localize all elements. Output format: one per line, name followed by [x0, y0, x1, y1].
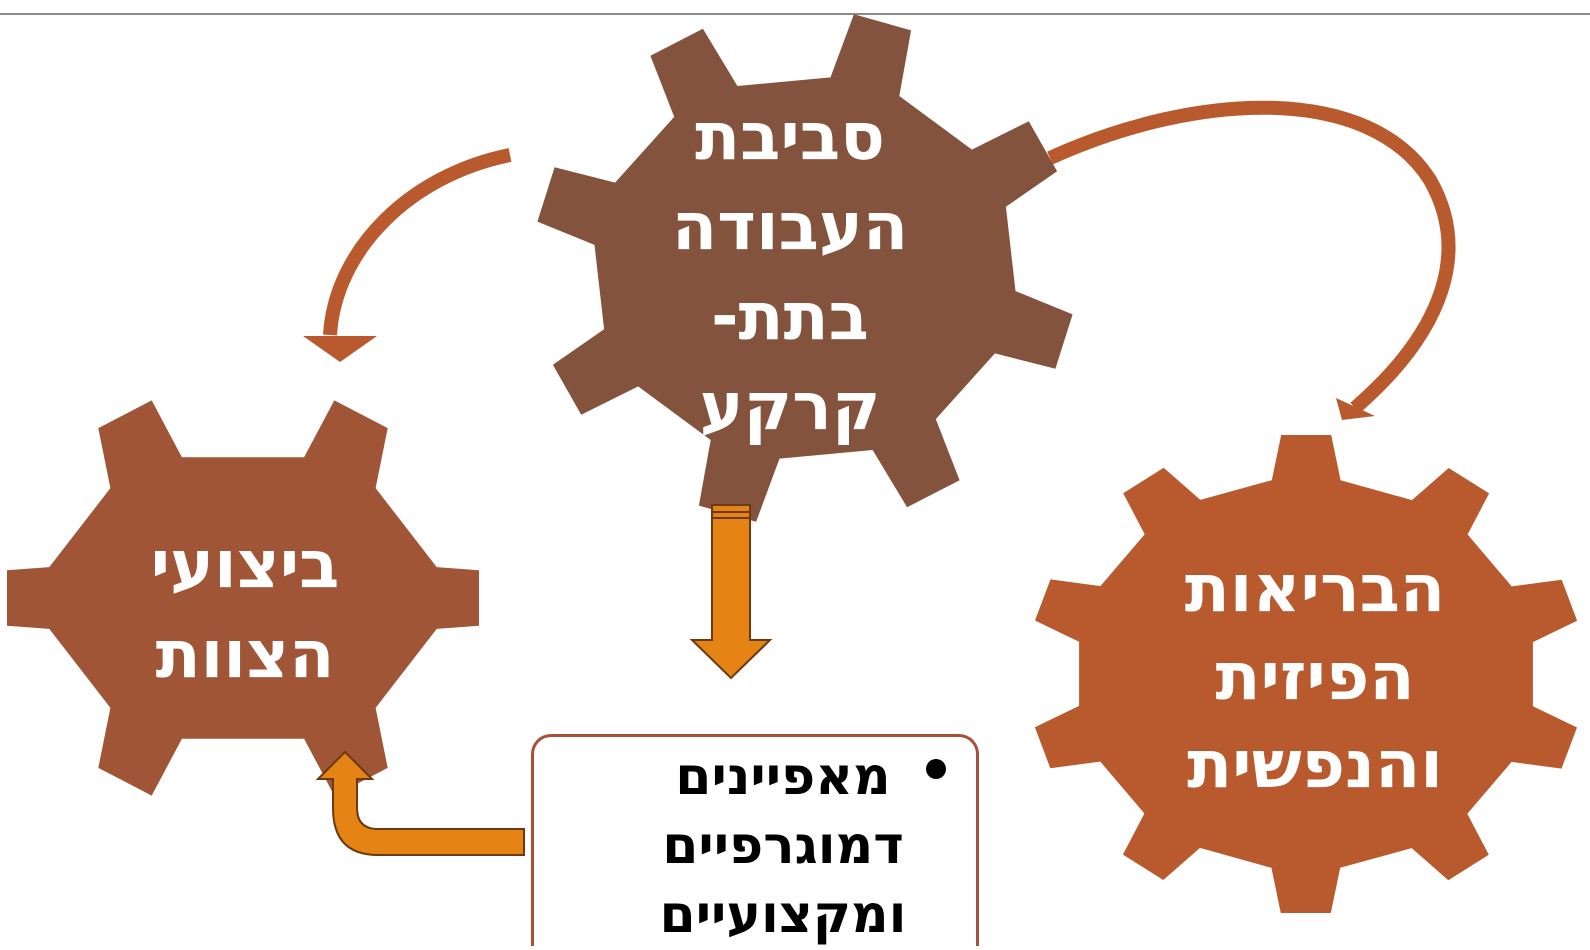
arrow-environment-to-health — [1047, 100, 1456, 420]
gear-label-physical-mental-health: הבריאות הפיזית והנפשית — [1140, 545, 1490, 809]
gear-physical-mental-health — [1034, 435, 1578, 913]
characteristics-line: מאפיינים — [675, 747, 891, 807]
gear-label-line: קרקע — [699, 368, 881, 445]
characteristics-box: מאפיינים דמוגרפיים ומקצועיים — [531, 734, 979, 946]
bullet-icon — [926, 759, 946, 779]
gear-label-work-environment: סביבת העבודה בתת- קרקע — [640, 92, 940, 452]
gear-label-line: הבריאות — [1184, 550, 1446, 627]
gear-label-team-performance: ביצועי הצוות — [100, 520, 390, 700]
arrow-characteristics-to-performance — [315, 750, 525, 856]
gear-label-line: העבודה — [671, 188, 909, 265]
arrow-environment-to-performance — [303, 148, 512, 362]
gear-label-line: הצוות — [155, 616, 335, 693]
gear-label-line: סביבת — [695, 98, 885, 175]
characteristics-text: מאפיינים דמוגרפיים ומקצועיים — [618, 743, 948, 950]
gear-team-performance — [7, 400, 479, 796]
characteristics-line: ומקצועיים — [659, 885, 907, 945]
arrow-down-to-characteristics — [689, 504, 773, 680]
gear-label-line: והנפשית — [1187, 726, 1443, 803]
characteristics-line: דמוגרפיים — [662, 816, 904, 876]
gear-label-line: הפיזית — [1215, 638, 1415, 715]
gear-label-line: בתת- — [711, 278, 869, 355]
gear-work-environment — [537, 14, 1073, 522]
gear-label-line: ביצועי — [150, 526, 340, 603]
